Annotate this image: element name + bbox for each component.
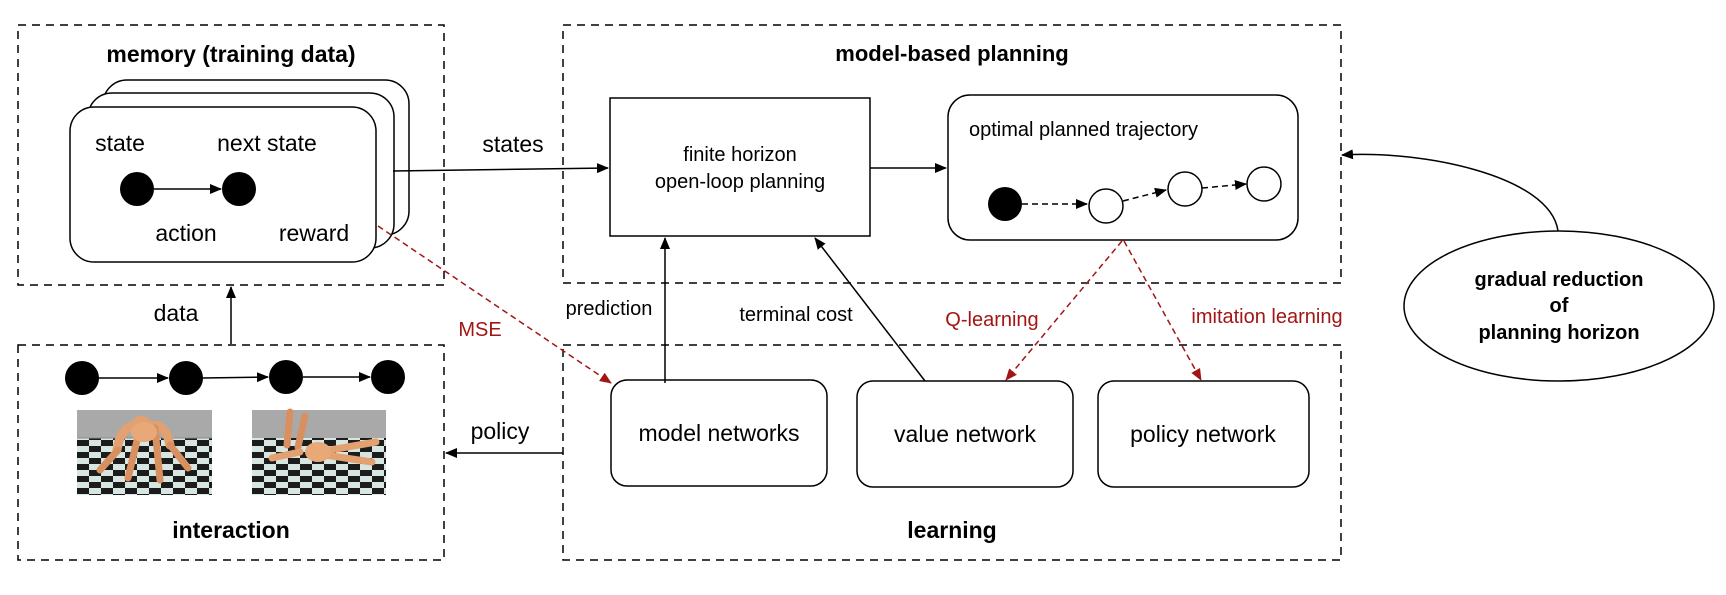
horizon-feedback-arrow xyxy=(1341,149,1559,232)
memory-state-label: state xyxy=(95,130,145,156)
ellipse-line3: planning horizon xyxy=(1478,322,1639,344)
open-loop-planning-box xyxy=(609,97,871,237)
mse-arrow xyxy=(377,225,612,384)
memory-next-state-node xyxy=(222,172,256,206)
states-label: states xyxy=(482,131,543,157)
interaction-arrow-2 xyxy=(202,372,269,383)
trajectory-node-4 xyxy=(1246,166,1282,202)
trajectory-node-1 xyxy=(988,187,1022,221)
trajectory-arrow-3 xyxy=(1201,180,1247,190)
learning-title: learning xyxy=(907,517,996,543)
prediction-label: prediction xyxy=(566,298,653,320)
memory-next-state-label: next state xyxy=(217,130,317,156)
simulation-thumbnail-1 xyxy=(77,410,212,495)
interaction-node-1 xyxy=(65,361,99,395)
model-networks-box xyxy=(610,379,828,487)
value-network-label: value network xyxy=(894,421,1036,447)
memory-action-label: action xyxy=(155,220,216,246)
trajectory-label: optimal planned trajectory xyxy=(969,119,1198,141)
terminal-cost-label: terminal cost xyxy=(739,304,853,326)
ellipse-line1: gradual reduction xyxy=(1475,269,1644,291)
planning-title: model-based planning xyxy=(835,41,1068,66)
states-arrow xyxy=(392,163,609,174)
trajectory-arrow-2 xyxy=(1122,187,1167,202)
q-learning-arrow xyxy=(1005,240,1123,381)
terminal-cost-arrow xyxy=(814,237,926,382)
interaction-section xyxy=(17,344,445,561)
interaction-node-2 xyxy=(169,361,203,395)
simulation-thumbnail-2 xyxy=(252,408,386,495)
interaction-node-4 xyxy=(371,360,405,394)
policy-network-label: policy network xyxy=(1130,421,1276,447)
memory-section xyxy=(17,24,445,286)
interaction-node-3 xyxy=(269,360,303,394)
memory-reward-label: reward xyxy=(279,220,349,246)
open-loop-line2: open-loop planning xyxy=(655,171,825,193)
policy-label: policy xyxy=(471,418,530,444)
memory-title: memory (training data) xyxy=(106,41,355,67)
trajectory-node-3 xyxy=(1167,171,1203,207)
imitation-learning-arrow xyxy=(1123,240,1202,381)
imitation-learning-label: imitation learning xyxy=(1191,306,1342,328)
data-label: data xyxy=(154,300,199,326)
open-loop-line1: finite horizon xyxy=(683,144,796,166)
interaction-title: interaction xyxy=(172,517,290,543)
q-learning-label: Q-learning xyxy=(945,309,1038,331)
model-networks-label: model networks xyxy=(638,420,799,446)
policy-network-box xyxy=(1097,380,1310,488)
horizon-reduction-ellipse xyxy=(1403,230,1715,382)
memory-state-node xyxy=(120,172,154,206)
ellipse-line2: of xyxy=(1550,295,1569,317)
trajectory-node-2 xyxy=(1088,188,1124,224)
mse-label: MSE xyxy=(458,319,501,341)
value-network-box xyxy=(856,380,1074,488)
